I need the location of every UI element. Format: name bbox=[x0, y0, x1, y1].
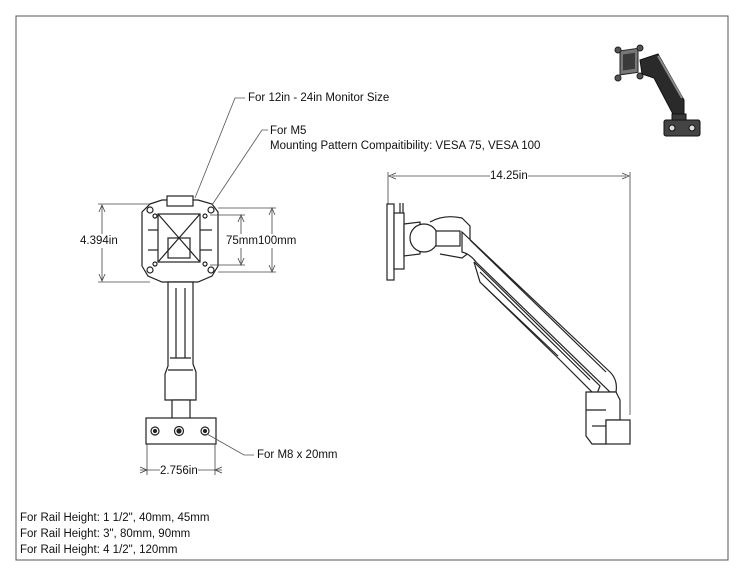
vesa-plate bbox=[141, 195, 219, 283]
screw-m5-label: For M5 bbox=[270, 125, 307, 137]
arm-reach-dimension: 14.25in bbox=[490, 169, 528, 183]
front-view bbox=[141, 195, 219, 445]
rail-note: For Rail Height: 3", 80mm, 90mm bbox=[20, 528, 191, 540]
upper-arm bbox=[461, 230, 617, 398]
mounting-pattern-label: Mounting Pattern Compaitibility: VESA 75… bbox=[270, 140, 541, 152]
leader-lines bbox=[194, 97, 268, 456]
bolt-m8-label: For M8 x 20mm bbox=[257, 449, 338, 461]
vesa-75-dimension: 75mm bbox=[226, 234, 258, 248]
side-vesa-plate bbox=[386, 203, 405, 281]
clamp-width-dimension: 2.756in bbox=[160, 464, 198, 478]
rail-height-notes: For Rail Height: 1 1/2", 40mm, 45mm For … bbox=[20, 510, 209, 558]
tilt-joint bbox=[403, 216, 471, 259]
plate-height-dimension: 4.394in bbox=[80, 234, 118, 248]
vesa-100-dimension: 100mm bbox=[258, 234, 297, 248]
rail-note: For Rail Height: 4 1/2", 120mm bbox=[20, 544, 178, 556]
monitor-size-label: For 12in - 24in Monitor Size bbox=[248, 92, 390, 104]
arm-column bbox=[164, 281, 197, 421]
iso-view-thumbnail bbox=[614, 44, 701, 137]
clamp-base bbox=[145, 417, 217, 445]
rail-note: For Rail Height: 1 1/2", 40mm, 45mm bbox=[20, 512, 210, 524]
base-post bbox=[585, 391, 631, 445]
sheet-border bbox=[15, 15, 729, 561]
side-view bbox=[386, 172, 631, 445]
